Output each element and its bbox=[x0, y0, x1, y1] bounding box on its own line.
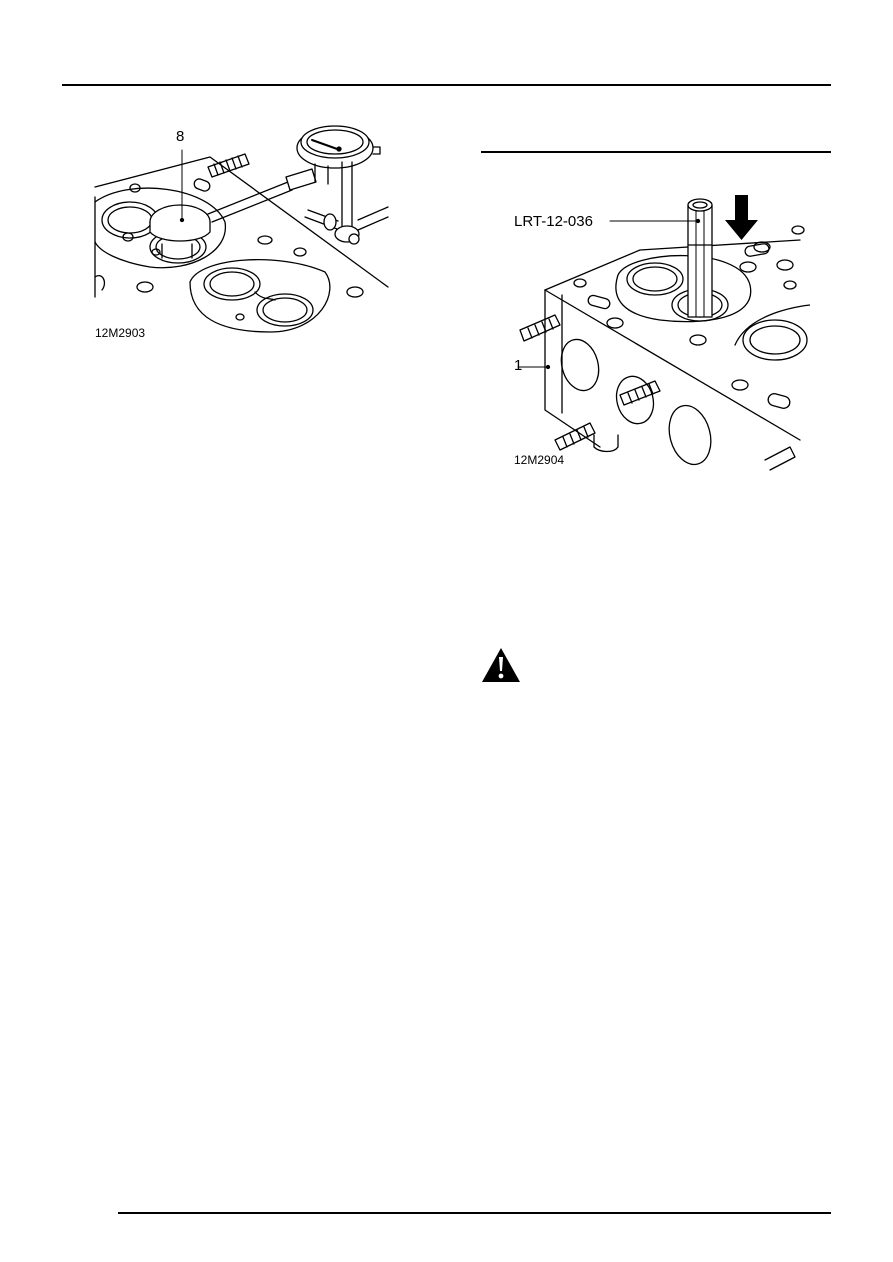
figure-valve-guide-removal: LRT-12-036 1 12M2904 bbox=[500, 185, 811, 475]
callout-8: 8 bbox=[176, 128, 185, 145]
tool-label: LRT-12-036 bbox=[514, 213, 593, 230]
valve-guide-illustration bbox=[517, 195, 811, 471]
figure-valve-gauge: 8 12M2903 bbox=[90, 122, 390, 352]
figure-code: 12M2904 bbox=[514, 453, 565, 467]
valve-gauge-illustration bbox=[94, 125, 389, 333]
figure-code: 12M2903 bbox=[95, 326, 146, 340]
footer-rule bbox=[118, 1212, 831, 1214]
arrow-down-icon bbox=[725, 195, 758, 240]
callout-1: 1 bbox=[514, 357, 523, 374]
warning-triangle-icon bbox=[481, 647, 521, 683]
header-rule bbox=[62, 84, 831, 86]
section-rule bbox=[481, 151, 831, 153]
